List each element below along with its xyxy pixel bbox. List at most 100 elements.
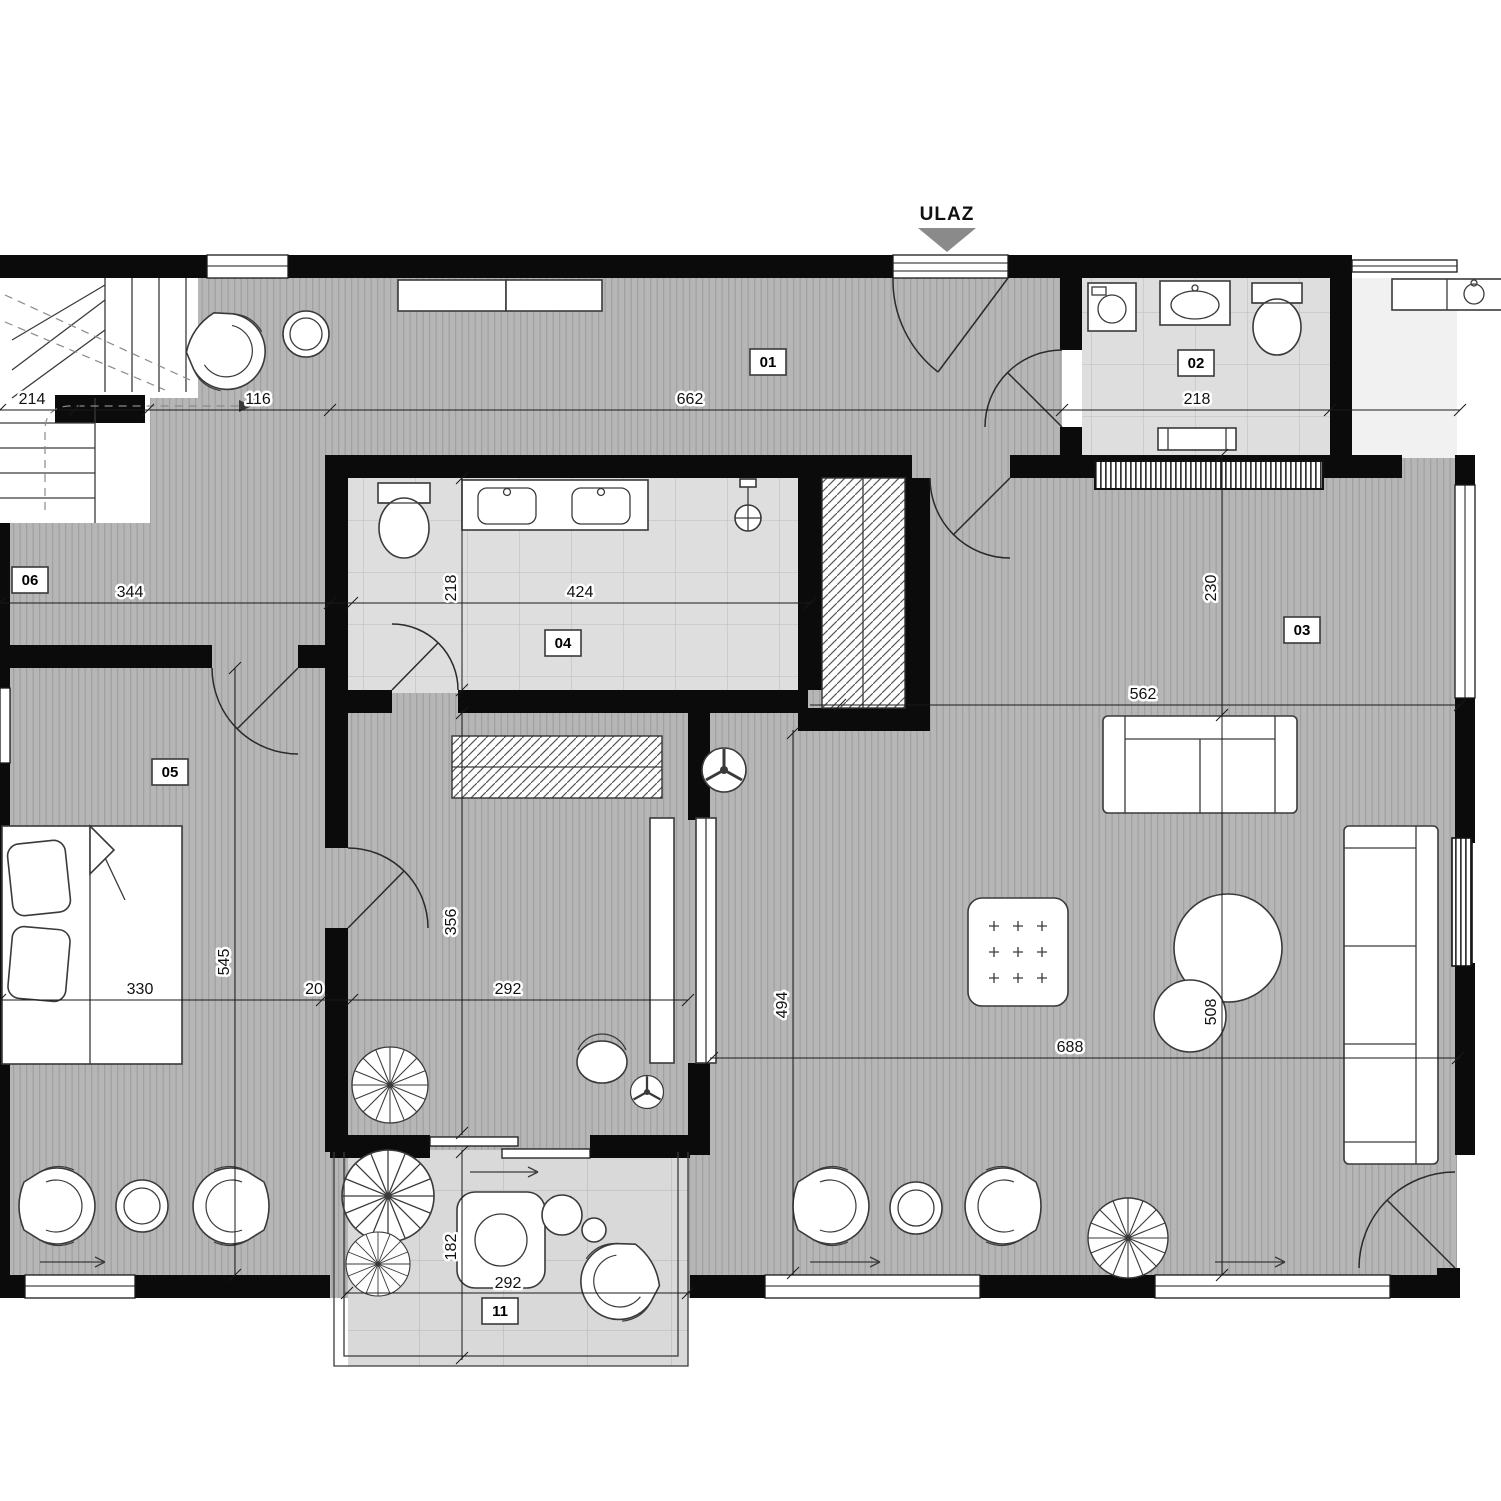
armchair <box>192 1165 270 1247</box>
dim-label: 494 <box>774 992 791 1019</box>
dim-ticks <box>455 471 469 697</box>
office-desk <box>649 817 675 1064</box>
slide-arrow-icon <box>470 1166 539 1178</box>
dimension-lines <box>0 403 1467 1365</box>
slide-arrow-icon <box>40 1256 106 1268</box>
wall-segment <box>458 690 808 713</box>
side-table <box>889 1181 943 1235</box>
wall-segment <box>798 708 930 731</box>
wall-segment <box>135 1275 330 1298</box>
bathroom-04-door <box>391 623 459 691</box>
radiator <box>1094 460 1324 490</box>
wall-segment <box>0 1275 25 1298</box>
coffee-table <box>967 897 1069 1007</box>
dim-label: 116 <box>245 391 271 408</box>
wall-segment <box>688 1063 710 1155</box>
entrance-marker: ULAZ <box>918 204 976 252</box>
furniture <box>1 278 1501 1336</box>
window-top-left <box>206 254 289 279</box>
dim-ticks <box>1215 448 1229 1282</box>
room-number: 05 <box>162 764 179 781</box>
right-sofa <box>1343 825 1439 1165</box>
wall-segment <box>590 1135 690 1158</box>
wall-segment <box>325 928 348 1152</box>
window-top-right <box>1351 259 1458 273</box>
room-label-03: 03 <box>1283 616 1321 644</box>
slide-arrow-icon <box>810 1256 881 1268</box>
wall-segment <box>288 255 893 278</box>
plant <box>351 1046 429 1124</box>
room-label-05: 05 <box>151 758 189 786</box>
room-labels: 01 02 03 04 05 06 11 <box>11 348 1321 1325</box>
room-label-01: 01 <box>749 348 787 376</box>
armchair <box>964 1165 1042 1247</box>
stair-break-lines <box>4 294 191 391</box>
dim-label: 508 <box>1203 999 1220 1026</box>
room-number: 03 <box>1294 622 1311 639</box>
bathroom-04-toilet <box>377 482 431 559</box>
windows <box>0 254 1476 1299</box>
room-number: 04 <box>555 635 572 652</box>
entrance-threshold <box>892 254 1009 279</box>
dim-ticks <box>340 1286 695 1300</box>
dim-label: 424 <box>567 584 594 601</box>
hall-living-door <box>929 477 1011 559</box>
desk-chair <box>576 1033 628 1084</box>
doors <box>211 277 1456 1269</box>
bedroom-05-door <box>211 667 299 755</box>
window-bottom-left <box>24 1256 136 1299</box>
wall-segment <box>1455 698 1475 843</box>
balcony-lounge-chair <box>456 1191 546 1289</box>
wall-segment <box>0 255 207 278</box>
dim-label: 292 <box>495 1275 522 1292</box>
slide-arrow-icon <box>1215 1256 1286 1268</box>
dim-ticks <box>0 993 695 1007</box>
right-terrace-door <box>1358 1171 1456 1269</box>
wall-segment <box>55 395 145 423</box>
dim-ticks <box>0 596 817 610</box>
window-bottom-middle <box>764 1256 981 1299</box>
wall-segment <box>1437 1268 1460 1298</box>
balcony-table <box>541 1194 583 1236</box>
entrance-label: ULAZ <box>920 204 975 225</box>
round-table <box>1173 893 1283 1003</box>
side-table <box>115 1179 169 1233</box>
wall-segment <box>0 645 212 668</box>
armchair <box>792 1165 870 1247</box>
wall-segment <box>690 1275 765 1298</box>
office-door <box>347 847 429 929</box>
stair-treads-lower <box>0 398 96 523</box>
stair-arrow-icon <box>239 400 252 412</box>
stair-winders <box>11 284 106 399</box>
top-right-counter <box>1391 278 1501 311</box>
wall-segment <box>1455 963 1475 1155</box>
wall-segment <box>688 708 710 820</box>
stair-walk-line <box>44 405 240 510</box>
room-label-06: 06 <box>11 566 49 594</box>
room-label-04: 04 <box>544 629 582 657</box>
wall-segment <box>1352 455 1402 478</box>
bathroom-02-toilet <box>1251 282 1303 356</box>
bathroom-04-vanity <box>461 479 649 531</box>
window-right <box>1454 484 1476 699</box>
hall-cabinet <box>505 279 603 312</box>
wall-segment <box>298 645 325 668</box>
dim-ticks <box>0 403 1467 417</box>
dim-label: 562 <box>1130 686 1157 703</box>
dim-label: 182 <box>443 1234 460 1261</box>
wall-segment <box>325 478 348 848</box>
hall-cabinet <box>397 279 507 312</box>
window-bottom-right <box>1154 1256 1391 1299</box>
washing-machine <box>1087 282 1137 332</box>
balcony-railing <box>333 1152 689 1367</box>
ceiling-fan-icon <box>700 746 748 794</box>
wall-segment <box>798 478 822 690</box>
dim-ticks <box>705 1051 1465 1065</box>
room-number: 06 <box>22 572 39 589</box>
ceiling-fan-icon <box>629 1074 665 1110</box>
dim-label: 356 <box>443 909 460 936</box>
shower-fixture <box>734 478 762 532</box>
dim-label: 545 <box>216 949 233 976</box>
floor-stairs-upper <box>10 278 198 398</box>
